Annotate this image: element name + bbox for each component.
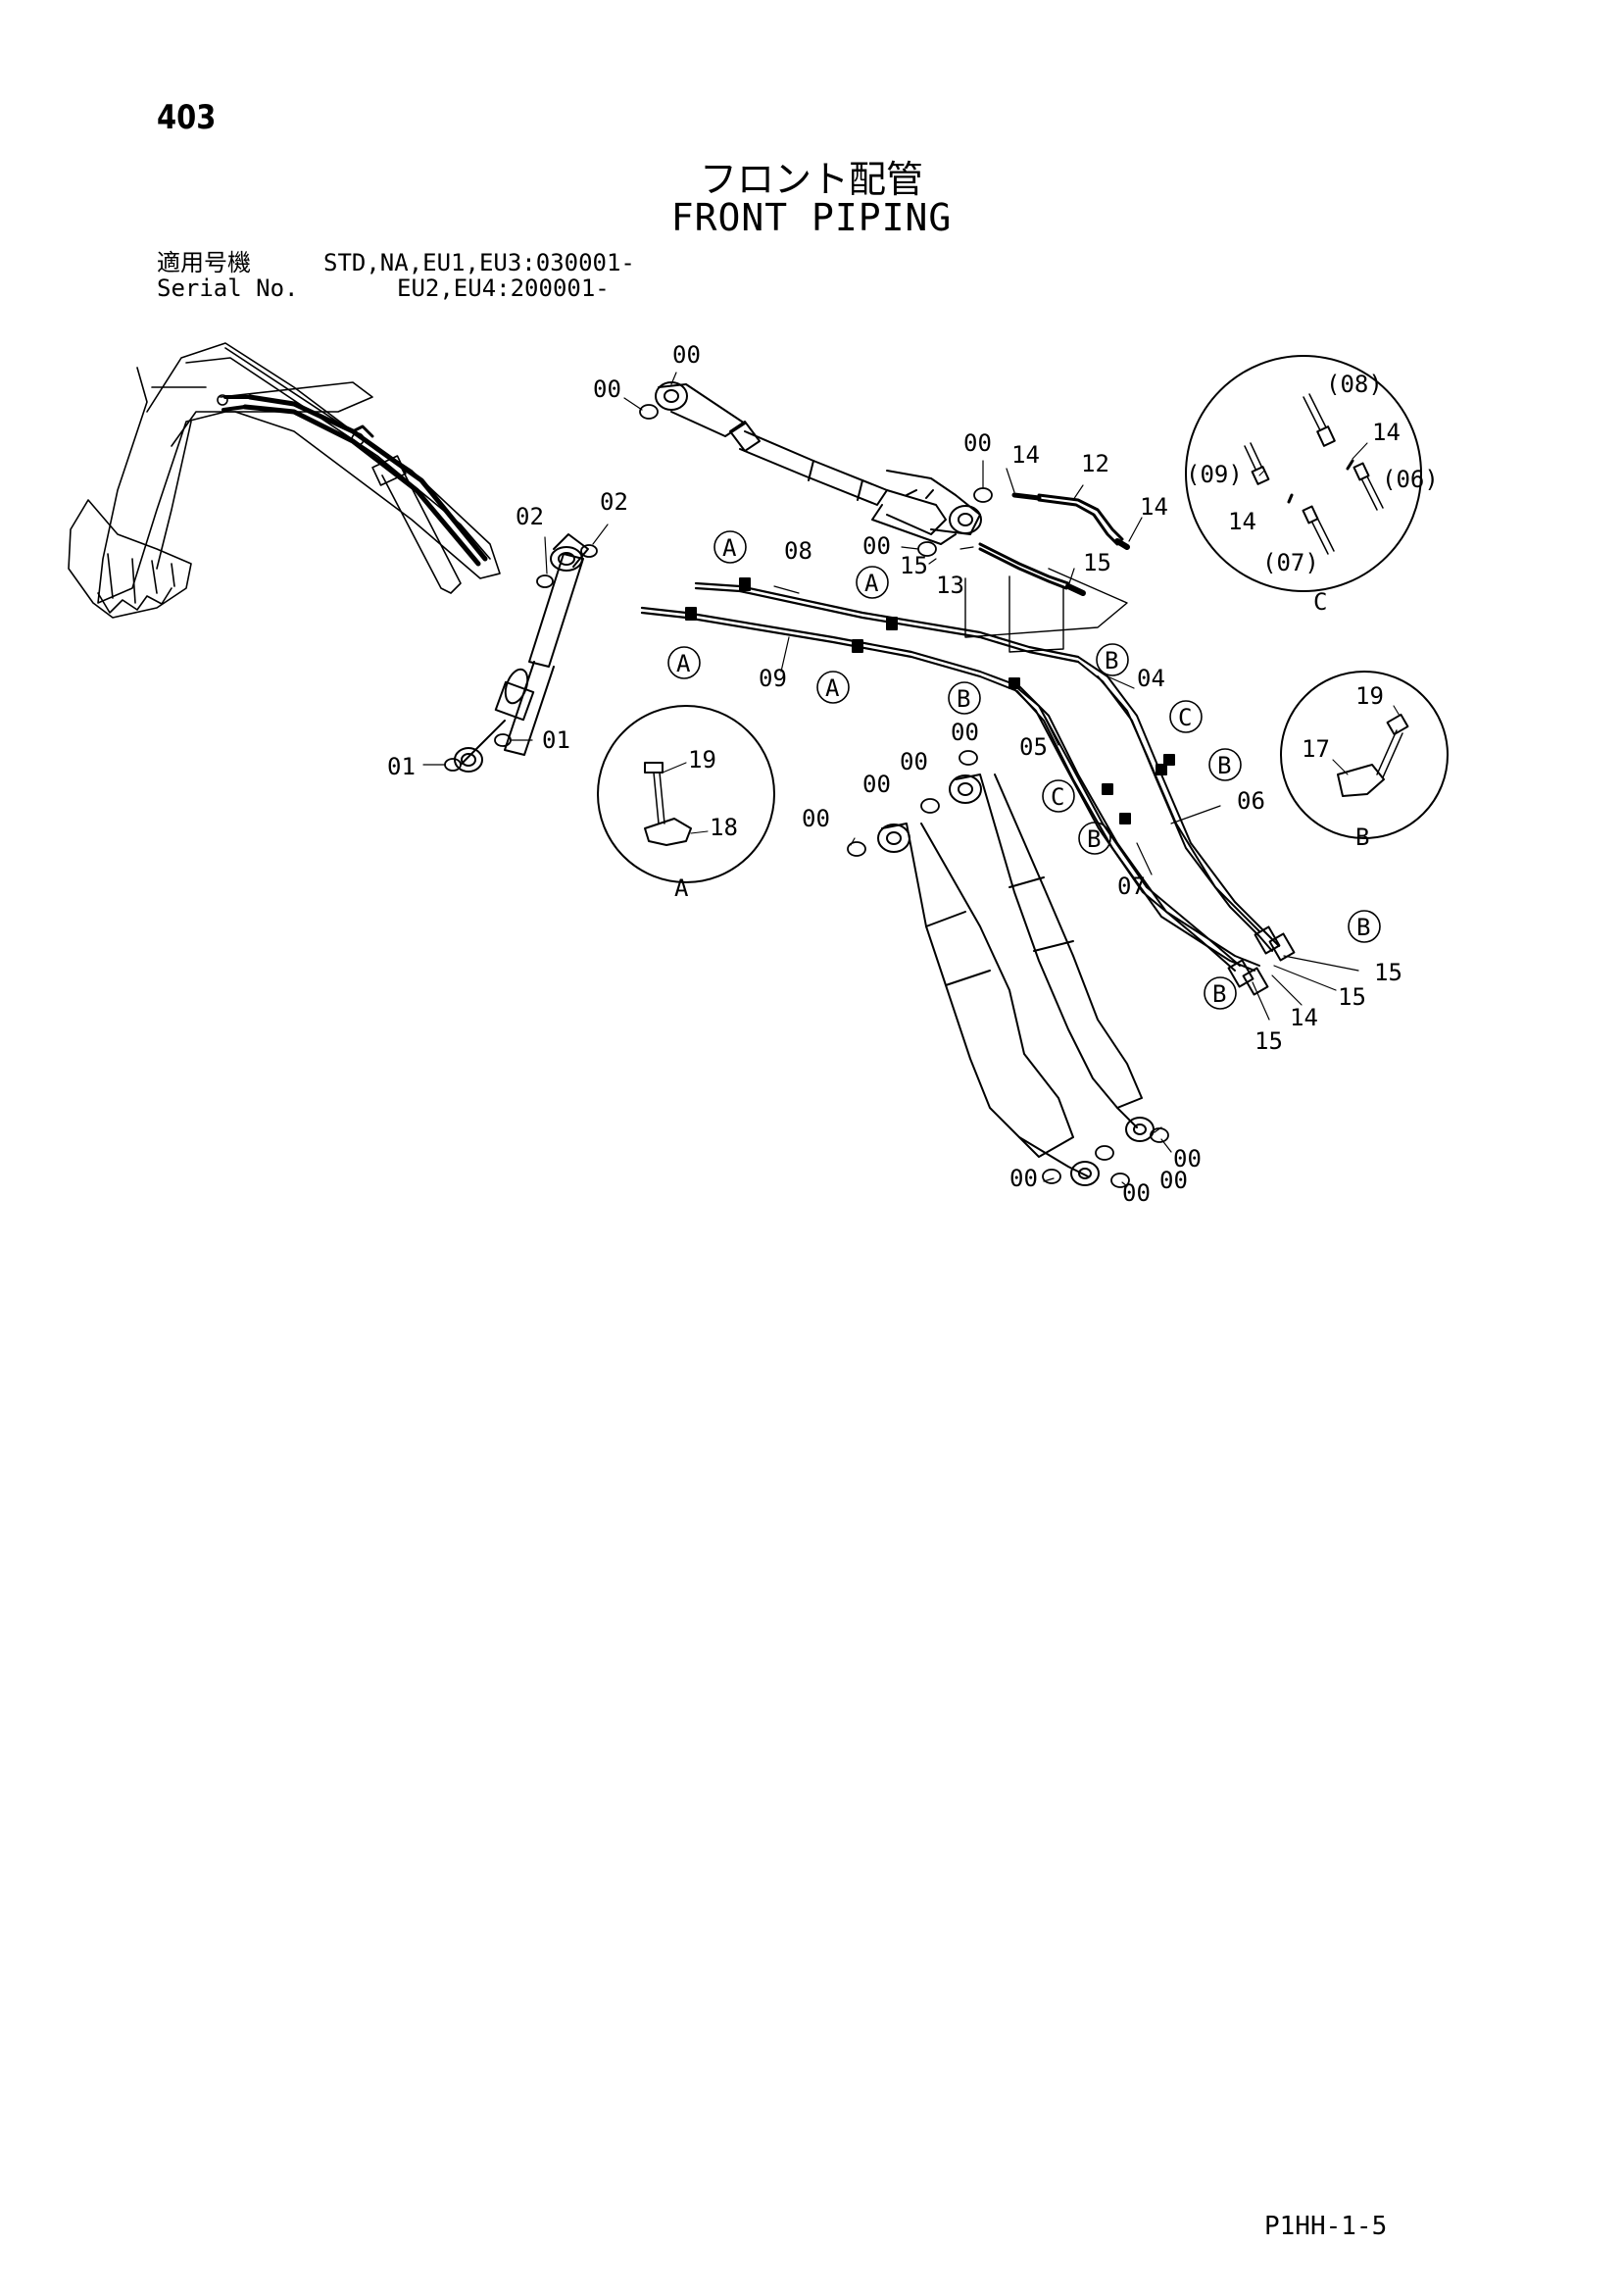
callout-p07: (07) [1262, 549, 1319, 576]
bucket-cylinders [877, 774, 1155, 1186]
callout-09: 09 [759, 665, 787, 692]
callout-02: 02 [600, 488, 628, 516]
callout-15: 15 [1083, 549, 1111, 576]
serial-label-japanese: 適用号機 [157, 249, 251, 276]
reference-b: B [957, 685, 970, 713]
callout-19: 19 [1355, 682, 1384, 710]
serial-range-1: STD,NA,EU1,EU3:030001- [323, 249, 635, 276]
serial-label: Serial No. [157, 275, 299, 302]
callout-08: 08 [784, 537, 812, 565]
reference-b: B [1212, 980, 1226, 1008]
callout-14: 14 [1140, 493, 1168, 521]
callout-01: 01 [542, 726, 570, 754]
reference-b: B [1087, 825, 1101, 853]
detail-label-c: C [1313, 588, 1327, 616]
callout-00: 00 [672, 341, 701, 369]
callout-00: 00 [951, 719, 979, 746]
callout-07: 07 [1117, 873, 1146, 900]
callout-00: 00 [963, 429, 992, 457]
callout-19: 19 [688, 746, 716, 774]
reference-a: A [722, 534, 737, 562]
callout-00: 00 [1122, 1179, 1151, 1207]
arm-cylinder [655, 381, 982, 545]
detail-view-c [1185, 355, 1422, 592]
detail-label-b: B [1355, 824, 1369, 851]
pipes-04-07 [979, 656, 1296, 996]
document-code: P1HH-1-5 [1264, 2212, 1388, 2241]
bucket-cylinder [454, 533, 589, 773]
callout-15: 15 [1338, 983, 1366, 1011]
callout-17: 17 [1302, 735, 1330, 763]
callout-p06: (06) [1382, 466, 1439, 493]
hoses-12-13 [964, 492, 1130, 653]
callout-02: 02 [516, 503, 544, 530]
callout-00: 00 [593, 375, 621, 403]
callout-18: 18 [710, 814, 738, 841]
callout-00: 00 [1173, 1145, 1202, 1173]
callout-12: 12 [1081, 450, 1109, 477]
callout-14: 14 [1228, 508, 1256, 535]
callout-06: 06 [1237, 787, 1265, 815]
callout-00: 00 [1009, 1165, 1038, 1192]
callout-14: 14 [1372, 419, 1401, 446]
page-number: 403 [157, 98, 217, 137]
serial-number-block: 適用号機 STD,NA,EU1,EU3:030001- Serial No. E… [157, 250, 635, 301]
detail-view-a [597, 705, 775, 883]
callout-05: 05 [1019, 733, 1048, 761]
callout-00: 00 [900, 748, 928, 775]
callout-04: 04 [1137, 665, 1165, 692]
detail-view-b [1280, 671, 1449, 839]
callout-labels: 00 00 00 14 12 14 00 15 13 15 02 02 01 0… [387, 341, 1439, 1207]
pipes-08-09 [640, 577, 1080, 678]
reference-markers [667, 530, 1381, 1010]
callout-p08: (08) [1326, 371, 1383, 398]
reference-a: A [825, 674, 840, 702]
callout-14: 14 [1011, 441, 1040, 469]
leader-lines [422, 372, 1359, 1187]
reference-a: A [676, 650, 691, 677]
callout-00: 00 [802, 805, 830, 832]
callout-14: 14 [1290, 1004, 1318, 1031]
reference-c: C [1051, 783, 1064, 811]
page-title: FRONT PIPING [670, 196, 953, 239]
reference-b: B [1356, 914, 1370, 941]
reference-c: C [1178, 704, 1192, 731]
callout-13: 13 [936, 572, 964, 599]
callout-15: 15 [1374, 959, 1402, 986]
excavator-overview [68, 342, 501, 619]
callout-p09: (09) [1186, 461, 1243, 488]
reference-b: B [1217, 752, 1231, 779]
callout-00: 00 [1159, 1167, 1188, 1194]
detail-label-a: A [674, 874, 689, 902]
callout-15: 15 [1254, 1027, 1283, 1055]
callout-00: 00 [862, 532, 891, 560]
reference-b: B [1105, 647, 1118, 674]
reference-a: A [864, 570, 879, 597]
serial-range-2: EU2,EU4:200001- [397, 275, 610, 302]
callout-00: 00 [862, 771, 891, 798]
callout-01: 01 [387, 753, 416, 780]
page-title-japanese: フロント配管 [699, 158, 923, 201]
callout-15: 15 [900, 552, 928, 579]
